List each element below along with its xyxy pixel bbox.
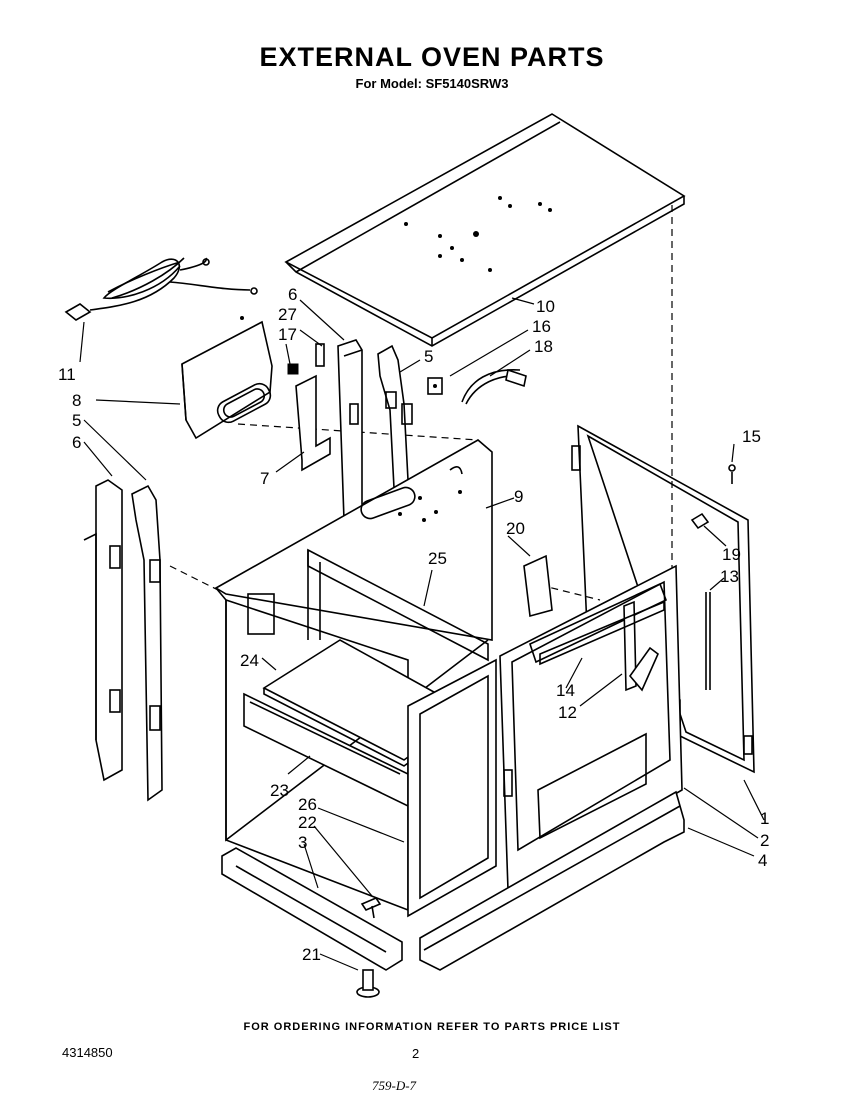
callout-17: 17 <box>278 325 297 344</box>
callout-7: 7 <box>260 469 269 488</box>
callout-13: 13 <box>720 567 739 586</box>
document-number: 4314850 <box>62 1045 113 1060</box>
bracket <box>287 343 331 472</box>
callout-25: 25 <box>428 549 447 568</box>
top-panel <box>284 113 686 347</box>
callout-numbers: 10 16 18 6 27 17 5 11 8 5 6 7 9 15 20 19… <box>58 285 769 964</box>
rear-side-rail <box>337 339 413 522</box>
page-title: EXTERNAL OVEN PARTS <box>259 42 605 72</box>
side-panel <box>499 564 683 892</box>
callout-2: 2 <box>760 831 769 850</box>
callout-6-upper: 6 <box>288 285 297 304</box>
callout-12: 12 <box>558 703 577 722</box>
callout-14: 14 <box>556 681 575 700</box>
callout-22: 22 <box>298 813 317 832</box>
ordering-note: FOR ORDERING INFORMATION REFER TO PARTS … <box>243 1021 621 1033</box>
callout-11: 11 <box>58 365 76 384</box>
callout-21: 21 <box>302 945 321 964</box>
callout-24: 24 <box>240 651 259 670</box>
callout-20: 20 <box>506 519 525 538</box>
front-frame <box>407 658 497 918</box>
callout-8: 8 <box>72 391 81 410</box>
leader-lines <box>79 297 765 971</box>
callout-4: 4 <box>758 851 767 870</box>
callout-5-lower: 5 <box>72 411 81 430</box>
drawing-stamp: 759-D-7 <box>372 1078 417 1093</box>
callout-10: 10 <box>536 297 555 316</box>
callout-9: 9 <box>514 487 523 506</box>
left-side-rails <box>83 479 163 802</box>
power-cord <box>64 257 258 321</box>
callout-1: 1 <box>760 809 769 828</box>
callout-16: 16 <box>532 317 551 336</box>
callout-26: 26 <box>298 795 317 814</box>
callout-5-upper: 5 <box>424 347 433 366</box>
callout-19: 19 <box>722 545 741 564</box>
model-subtitle: For Model: SF5140SRW3 <box>355 76 509 91</box>
terminal-block-cover <box>181 316 273 440</box>
base-rails <box>221 790 685 971</box>
callout-15: 15 <box>742 427 761 446</box>
callout-27: 27 <box>278 305 297 324</box>
rear-panel <box>214 439 493 842</box>
callout-6-lower: 6 <box>72 433 81 452</box>
page-number: 2 <box>412 1046 420 1061</box>
callout-23: 23 <box>270 781 289 800</box>
leveling-leg <box>356 897 382 998</box>
small-parts-right <box>523 464 736 692</box>
switch-and-wire <box>427 368 527 405</box>
callout-18: 18 <box>534 337 553 356</box>
callout-3: 3 <box>298 833 307 852</box>
